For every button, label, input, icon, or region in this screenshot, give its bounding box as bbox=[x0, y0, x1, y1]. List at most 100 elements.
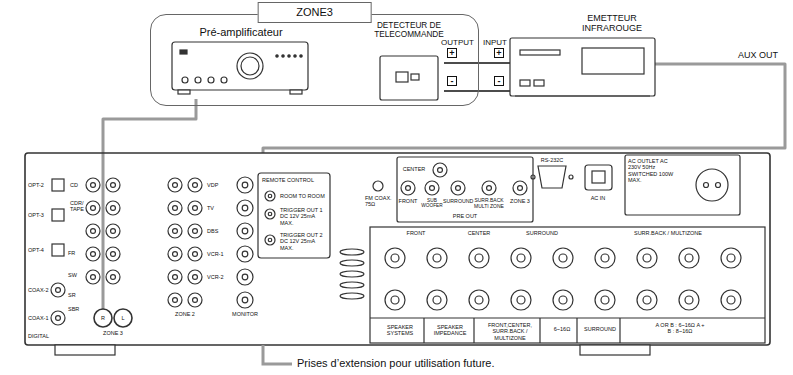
device-box: Pré-amplificateur bbox=[169, 25, 314, 99]
speaker-terminal-core bbox=[685, 254, 693, 262]
device-box: DETECTEUR DE TELECOMMANDE bbox=[374, 19, 444, 103]
panel-label: A OR B : 6~16Ω A + B : 8~16Ω bbox=[654, 322, 706, 335]
speaker-terminal bbox=[595, 248, 615, 268]
jack bbox=[86, 247, 100, 261]
jack-center bbox=[242, 297, 248, 303]
device-name: EMETTEUR INFRAROUGE bbox=[572, 13, 652, 34]
speaker-terminal bbox=[637, 248, 657, 268]
speaker-terminal bbox=[385, 290, 405, 310]
speaker-terminal-core bbox=[391, 254, 399, 262]
jack-center bbox=[111, 229, 116, 234]
jack-center bbox=[268, 212, 272, 216]
jack bbox=[168, 178, 182, 192]
panel-label: SURROUND bbox=[517, 230, 567, 236]
jack bbox=[106, 270, 120, 284]
device-name: DETECTEUR DE TELECOMMANDE bbox=[374, 21, 444, 40]
jack-center bbox=[518, 186, 523, 191]
jack-center bbox=[438, 168, 443, 173]
panel-label: SR bbox=[68, 292, 76, 298]
jack-center bbox=[268, 194, 272, 198]
jack bbox=[106, 224, 120, 238]
jack bbox=[188, 178, 202, 192]
speaker-terminal bbox=[553, 290, 573, 310]
terminal-sign: - bbox=[494, 76, 504, 86]
jack bbox=[51, 311, 65, 325]
jack-center bbox=[242, 182, 248, 188]
zone3-jack bbox=[114, 309, 132, 327]
cable bbox=[444, 62, 510, 64]
jack bbox=[51, 283, 65, 297]
jack-center bbox=[242, 251, 248, 257]
jack bbox=[237, 269, 253, 285]
jack bbox=[513, 181, 527, 195]
speaker-terminal-core bbox=[433, 296, 441, 304]
jack bbox=[265, 191, 275, 201]
speaker-terminal-core bbox=[433, 254, 441, 262]
panel-label: AC OUTLET AC 230V 50Hz SWITCHED 100W MAX… bbox=[628, 158, 680, 183]
jack-center bbox=[193, 183, 198, 188]
jack-center bbox=[111, 275, 116, 280]
jack bbox=[86, 224, 100, 238]
panel-label: TV bbox=[207, 205, 214, 211]
panel-label: FM COAX. 75Ω bbox=[365, 195, 395, 208]
panel-label: 6~16Ω bbox=[548, 326, 576, 332]
panel-label: VDP bbox=[207, 182, 218, 188]
port-label: INPUT bbox=[483, 38, 507, 47]
panel-label: MONITOR bbox=[228, 311, 262, 317]
jack bbox=[86, 201, 100, 215]
zone-heading: ZONE3 bbox=[257, 2, 372, 23]
panel-label: DBS bbox=[207, 228, 218, 234]
jack-center bbox=[111, 206, 116, 211]
jack-center bbox=[242, 205, 248, 211]
panel-label: CENTER bbox=[400, 166, 428, 172]
panel-label: SPEAKER IMPEDANCE bbox=[427, 324, 473, 337]
optical-jack bbox=[52, 244, 64, 256]
panel-label: FRONT,CENTER, SURR.BACK / MULTIZONE bbox=[482, 322, 538, 341]
jack bbox=[237, 200, 253, 216]
panel-label: VCR-2 bbox=[207, 274, 224, 280]
speaker-terminal bbox=[595, 290, 615, 310]
panel-label: FR bbox=[68, 250, 75, 256]
panel-label: R bbox=[99, 315, 107, 321]
jack-center bbox=[91, 252, 96, 257]
jack-center bbox=[193, 206, 198, 211]
speaker-terminal-core bbox=[601, 254, 609, 262]
speaker-terminal-core bbox=[643, 296, 651, 304]
speaker-terminal bbox=[511, 290, 531, 310]
speaker-terminal-core bbox=[475, 254, 483, 262]
panel-label: SBR bbox=[68, 306, 79, 312]
jack bbox=[237, 292, 253, 308]
jack bbox=[237, 177, 253, 193]
jack bbox=[168, 201, 182, 215]
panel-label: VCR-1 bbox=[207, 251, 224, 257]
jack bbox=[188, 293, 202, 307]
panel-label: DIGITAL bbox=[28, 333, 49, 339]
port-label: OUTPUT bbox=[441, 38, 474, 47]
device-name: Pré-amplificateur bbox=[181, 26, 301, 39]
optical-jack bbox=[52, 179, 64, 191]
speaker-terminal bbox=[679, 290, 699, 310]
speaker-terminal bbox=[469, 290, 489, 310]
speaker-terminal-core bbox=[727, 254, 735, 262]
speaker-terminal bbox=[511, 248, 531, 268]
jack-center bbox=[406, 186, 411, 191]
jack bbox=[168, 224, 182, 238]
speaker-terminal bbox=[427, 248, 447, 268]
speaker-terminal-core bbox=[685, 296, 693, 304]
panel-label: CDR/ TAPE bbox=[70, 200, 86, 213]
jack-center bbox=[91, 275, 96, 280]
jack bbox=[451, 181, 465, 195]
panel-label: PRE OUT bbox=[445, 213, 485, 219]
jack bbox=[86, 178, 100, 192]
receiver-feet bbox=[55, 345, 650, 355]
jack-center bbox=[268, 238, 272, 242]
receiver-panel: OPT-2OPT-3OPT-4COAX-2COAX-1DIGITALCDCDR/… bbox=[25, 153, 770, 345]
panel-label: CD bbox=[70, 182, 78, 188]
terminal-sign: - bbox=[447, 76, 457, 86]
panel-label: AC IN bbox=[583, 195, 613, 201]
panel-label: ROOM TO ROOM bbox=[280, 193, 325, 199]
panel-label: SURR.BACK MULTI ZONE bbox=[474, 198, 504, 210]
jack bbox=[237, 246, 253, 262]
